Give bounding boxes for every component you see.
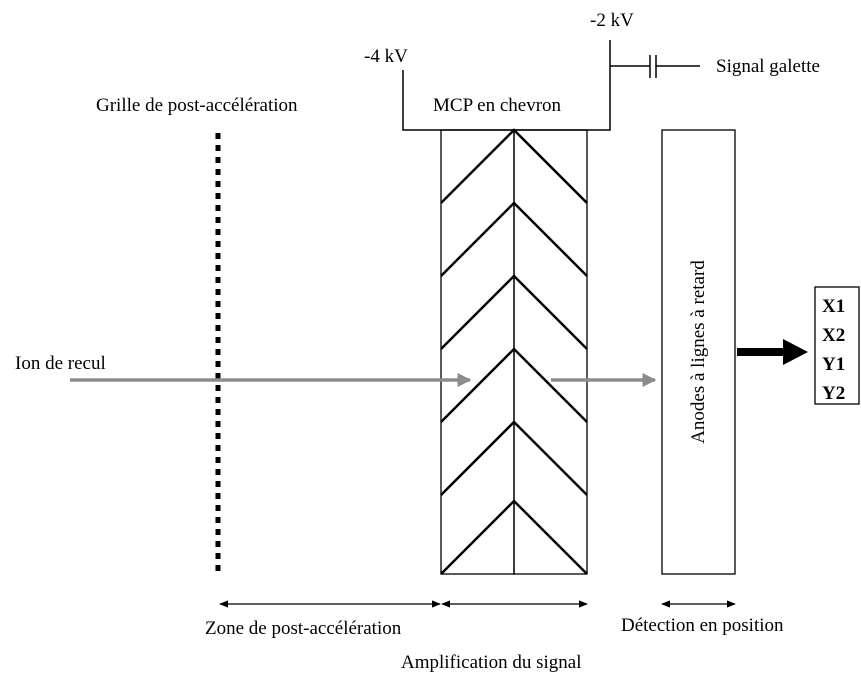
output-signals-box bbox=[814, 286, 860, 405]
output-x2: X2 bbox=[822, 325, 845, 346]
amplification-label: Amplification du signal bbox=[401, 652, 581, 673]
output-y2: Y2 bbox=[822, 383, 845, 404]
output-arrow-head bbox=[783, 339, 808, 365]
mcp-label: MCP en chevron bbox=[433, 95, 562, 116]
grid-label: Grille de post-accélération bbox=[96, 95, 298, 116]
detection-label: Détection en position bbox=[621, 615, 784, 636]
signal-galette-label: Signal galette bbox=[716, 56, 820, 77]
mcp-plate-right bbox=[513, 129, 588, 575]
voltage-label-minus4kv: -4 kV bbox=[364, 46, 408, 67]
voltage-label-minus2kv: -2 kV bbox=[590, 10, 634, 31]
voltage-wiring bbox=[402, 40, 611, 131]
anode-label: Anodes à lignes à retard bbox=[688, 260, 709, 444]
mcp-plate-left bbox=[440, 129, 515, 575]
ion-label: Ion de recul bbox=[15, 353, 106, 374]
chevron-channels bbox=[440, 128, 588, 575]
output-y1: Y1 bbox=[822, 354, 845, 375]
delay-line-anode bbox=[661, 129, 736, 575]
output-x1: X1 bbox=[822, 296, 845, 317]
zone-post-acceleration-label: Zone de post-accélération bbox=[205, 618, 402, 639]
